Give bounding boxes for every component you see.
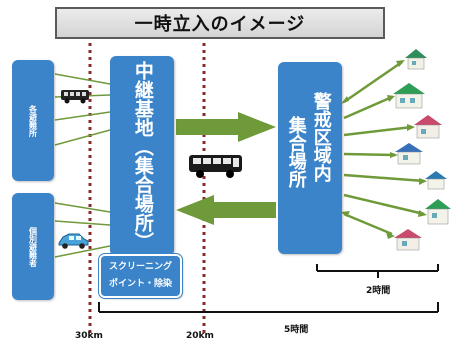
relay-base-panel: 中継基地（集合場所） bbox=[110, 56, 174, 256]
duration-5h-label: 5時間 bbox=[284, 325, 309, 335]
fan-arrows bbox=[343, 60, 425, 236]
evac-center-panel: 各避難所 bbox=[12, 60, 54, 181]
restricted-zone-panel: 警戒区域内 集合場所 bbox=[278, 62, 342, 254]
house-icon bbox=[395, 143, 423, 165]
house-icon bbox=[425, 199, 451, 225]
duration-2h-label: 2時間 bbox=[366, 286, 391, 296]
bracket-2h bbox=[316, 264, 439, 278]
house-icon bbox=[414, 115, 442, 139]
evac-center-label: 各避難所 bbox=[28, 104, 38, 137]
arrow-to-zone bbox=[176, 112, 276, 142]
screening-line-2: ポイント・除染 bbox=[108, 279, 172, 289]
left-arrows-bottom bbox=[54, 202, 111, 258]
hub-label: 中継基地（集合場所） bbox=[131, 61, 154, 251]
screening-point-box: スクリーニング ポイント・除染 bbox=[98, 253, 183, 299]
house-icon bbox=[394, 229, 422, 251]
house-icon bbox=[425, 171, 447, 190]
left-arrows-top bbox=[54, 73, 111, 146]
zone-label-col2: 集合場所 bbox=[285, 116, 307, 188]
diagram-title: 一時立入のイメージ bbox=[55, 7, 385, 39]
house-icon bbox=[393, 83, 425, 109]
zone-label-col1: 警戒区域内 bbox=[310, 92, 332, 182]
distance-20km-label: 20km bbox=[186, 331, 214, 341]
distance-30km-label: 30km bbox=[75, 331, 103, 341]
bracket-5h bbox=[98, 302, 439, 313]
bus-icon bbox=[61, 90, 89, 104]
house-icon bbox=[405, 49, 427, 70]
car-icon bbox=[58, 233, 89, 249]
individual-evac-label: 個別避難者 bbox=[28, 226, 38, 267]
bus-icon bbox=[189, 155, 242, 178]
fan-arrowheads bbox=[341, 60, 427, 239]
arrow-from-zone bbox=[176, 195, 276, 225]
screening-line-1: スクリーニング bbox=[108, 262, 172, 272]
individual-evac-panel: 個別避難者 bbox=[12, 193, 54, 300]
